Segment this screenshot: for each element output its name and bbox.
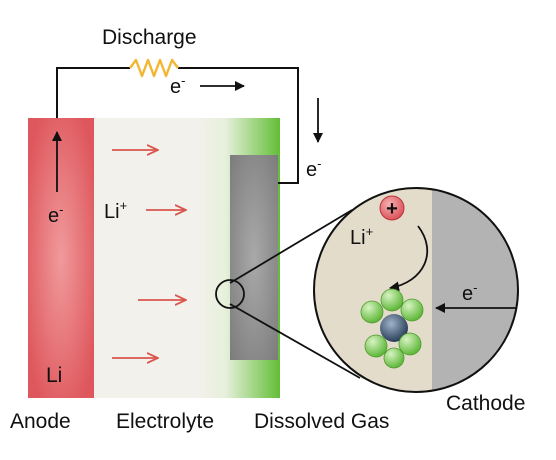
zoom-connector-top <box>229 209 353 284</box>
li-ion-label-zoom: Li+ <box>350 224 373 249</box>
discharge-label: Discharge <box>102 26 197 49</box>
zoom-connector-bottom <box>229 303 361 379</box>
anode-region <box>28 118 94 398</box>
ion-reaction-arrow <box>389 225 428 292</box>
anode-label: Anode <box>10 410 71 433</box>
electron-label-anode: e- <box>48 202 63 227</box>
gas-molecule-icon <box>360 288 424 369</box>
dissolved-gas-label: Dissolved Gas <box>254 410 389 433</box>
zoom-lens <box>215 279 245 309</box>
circuit-wire <box>56 67 299 184</box>
electron-label-zoom: e- <box>462 280 477 305</box>
cathode-block <box>230 155 278 360</box>
li-ion-label-electrolyte: Li+ <box>104 198 127 223</box>
resistor-icon <box>129 58 179 78</box>
lithium-ion-icon <box>379 195 405 221</box>
cathode-label: Cathode <box>446 392 525 415</box>
zoom-detail: + <box>313 187 519 393</box>
electrolyte-label: Electrolyte <box>116 410 214 433</box>
ion-plus-sign: + <box>386 198 398 220</box>
electron-label-right: e- <box>306 156 321 181</box>
anode-metal-label: Li <box>46 364 62 387</box>
electron-label-top: e- <box>170 73 185 98</box>
